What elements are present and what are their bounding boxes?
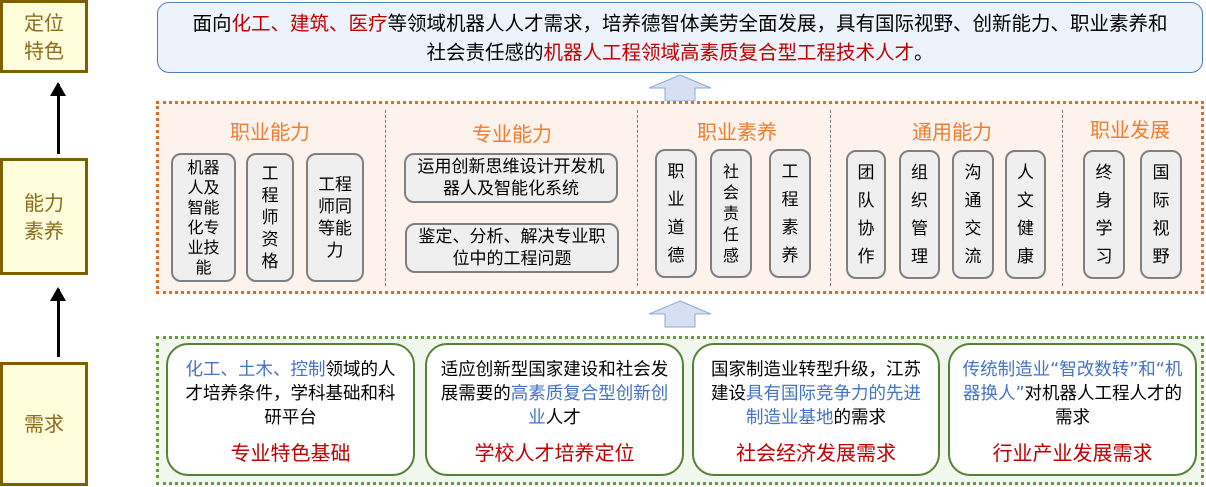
goal-text: 面向化工、建筑、医疗等领域机器人人才需求，培养德智体美劳全面发展，具有国际视野、… [158, 9, 1202, 67]
highlight-text: 具有国际竞争力的先进制造业基地 [746, 384, 921, 428]
highlight-text: 化工、土木、控制 [185, 360, 326, 380]
text-segment: 。 [914, 41, 934, 64]
level-ability: 能力素养 [0, 158, 88, 275]
demand-title: 社会经济发展需求 [736, 441, 896, 465]
pill-lifelong-learning: 终身学习 [1083, 150, 1125, 279]
pill-vocational-skill: 机器人及智能化专业技能 [171, 153, 236, 282]
divider [385, 110, 386, 286]
demand-text: 传统制造业“智改数转”和“机器换人”对机器人工程人才的需求 [950, 358, 1195, 430]
text-segment: 面向 [192, 12, 232, 35]
pill-global-vision: 国际视野 [1140, 150, 1182, 279]
text-segment: 国家制造业转型升级，江苏建设 [711, 360, 921, 404]
up-arrow-icon [50, 287, 66, 357]
divider [830, 110, 831, 286]
text-segment: 适应创新型国家建设和社会发展需要的 [440, 360, 669, 404]
text-segment: 人才 [545, 408, 581, 428]
pill-engineering-literacy: 工程素养 [769, 149, 811, 278]
text-segment: 等领域机器人人才需求，培养德智体美劳全面发展，具有国际视野、创新能力、职业素养和… [387, 12, 1168, 64]
demand-card: 国家制造业转型升级，江苏建设具有国际竞争力的先进制造业基地的需求社会经济发展需求 [692, 343, 940, 476]
level-demand: 需求 [0, 362, 88, 486]
demand-title: 学校人才培养定位 [474, 441, 635, 465]
header-general: 通用能力 [912, 120, 992, 144]
highlight-text: 传统制造业“智改数转”和“机器换人” [962, 360, 1183, 404]
demand-card: 化工、土木、控制领域的人才培养条件，学科基础和科研平台专业特色基础 [166, 343, 415, 476]
header-professional: 专业能力 [472, 122, 552, 146]
pill-communication: 沟通交流 [952, 150, 994, 279]
demand-title: 专业特色基础 [230, 441, 351, 465]
level-positioning: 定位特色 [0, 0, 88, 73]
pill-humanities: 人文健康 [1005, 150, 1046, 279]
demand-text: 化工、土木、控制领域的人才培养条件，学科基础和科研平台 [168, 358, 413, 430]
header-vocational: 职业能力 [230, 120, 310, 144]
block-up-arrow-icon [648, 300, 712, 328]
demand-title: 行业产业发展需求 [992, 441, 1153, 465]
text-segment: 领域的人才培养条件，学科基础和科研平台 [185, 360, 396, 428]
demand-card: 适应创新型国家建设和社会发展需要的高素质复合型创新创业人才学校人才培养定位 [425, 343, 684, 476]
pill-organization: 组织管理 [899, 150, 940, 279]
highlight-text: 机器人工程领域高素质复合型工程技术人才 [543, 41, 914, 64]
pill-ethics: 职业道德 [655, 149, 697, 278]
block-up-arrow-icon [648, 74, 712, 102]
text-segment: 对机器人工程人才的需求 [1024, 384, 1183, 428]
demand-card: 传统制造业“智改数转”和“机器换人”对机器人工程人才的需求行业产业发展需求 [948, 343, 1197, 476]
pill-engineer-equivalent: 工程师同等能力 [306, 153, 364, 282]
divider [1062, 110, 1063, 286]
divider [637, 110, 638, 286]
demand-text: 适应创新型国家建设和社会发展需要的高素质复合型创新创业人才 [427, 358, 682, 430]
text-segment: 的需求 [833, 408, 887, 428]
header-literacy: 职业素养 [697, 120, 777, 144]
pill-engineer-qualification: 工程师资格 [246, 153, 294, 282]
pill-social-responsibility: 社会责任感 [710, 149, 752, 278]
demand-text: 国家制造业转型升级，江苏建设具有国际竞争力的先进制造业基地的需求 [694, 358, 938, 430]
highlight-text: 高素质复合型创新创业 [510, 384, 669, 428]
highlight-text: 化工、建筑、医疗 [231, 12, 388, 35]
pill-teamwork: 团队协作 [846, 150, 886, 279]
goal-statement: 面向化工、建筑、医疗等领域机器人人才需求，培养德智体美劳全面发展，具有国际视野、… [157, 2, 1203, 73]
header-development: 职业发展 [1090, 118, 1170, 142]
up-arrow-icon [50, 82, 66, 154]
pill-solve-problems: 鉴定、分析、解决专业职位中的工程问题 [405, 223, 619, 273]
pill-design-develop: 运用创新思维设计开发机器人及智能化系统 [404, 153, 618, 203]
